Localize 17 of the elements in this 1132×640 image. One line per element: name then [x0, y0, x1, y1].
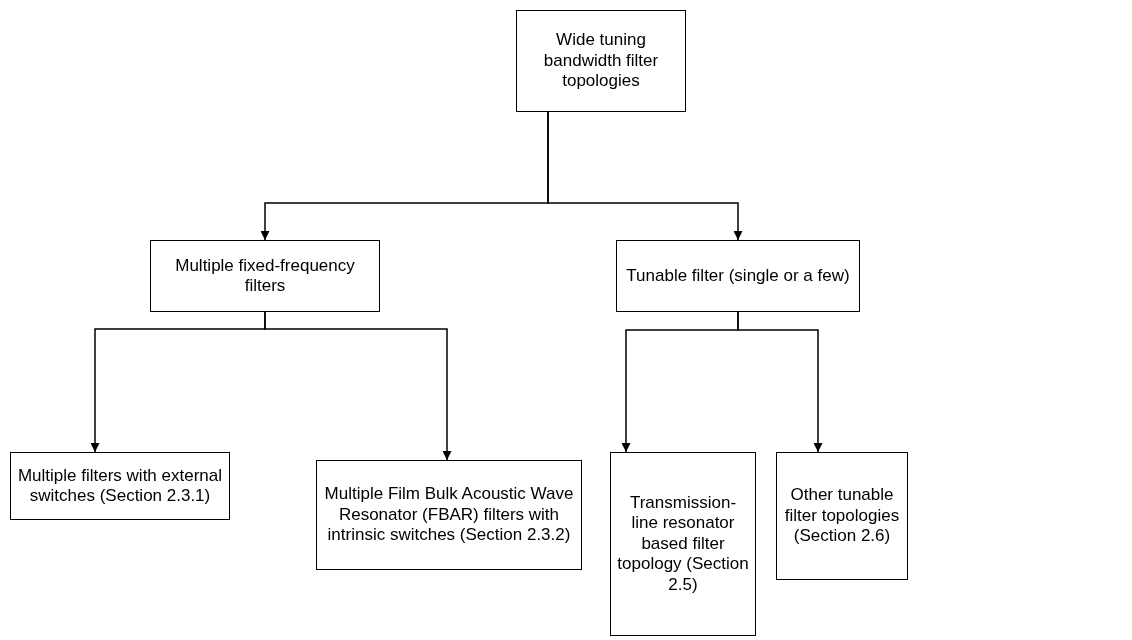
box-label: Multiple fixed-frequency filters — [174, 255, 356, 297]
process-box — [316, 460, 582, 570]
process-box — [150, 240, 380, 312]
box-label: Other tunable filter topologies (Section 2.6) — [783, 485, 901, 547]
arrow — [547, 111, 743, 241]
process-box — [776, 452, 908, 580]
arrow — [264, 311, 452, 461]
box-label: Transmission-line resonator based filter topology (Section 2.5) — [617, 493, 749, 595]
process-box — [10, 452, 230, 520]
process-box — [616, 240, 860, 312]
process-box — [516, 10, 686, 112]
process-box — [610, 452, 756, 636]
box-label: Wide tuning bandwidth filter topologies — [542, 30, 660, 92]
arrow — [737, 311, 823, 453]
box-label: Tunable filter (single or a few) — [626, 265, 850, 287]
box-label: Multiple filters with external switches (Section 2.3.1) — [17, 465, 223, 507]
box-label: Multiple Film Bulk Acoustic Wave Resonator (FBAR) filters with intrinsic switches (Section 2.3.2) — [323, 484, 575, 546]
